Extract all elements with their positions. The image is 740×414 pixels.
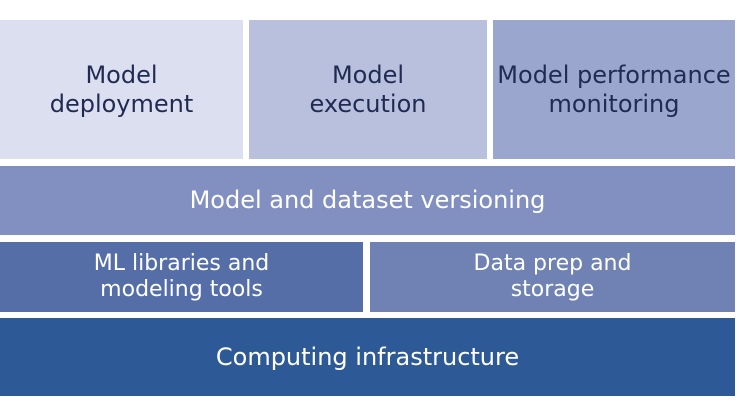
data-prep-label: Data prep and storage [473,250,632,302]
model-execution-label: Model execution [309,60,427,118]
model-dataset-versioning-label: Model and dataset versioning [189,186,546,215]
model-performance-monitoring-label: Model performance monitoring [497,60,731,118]
computing-infrastructure-block: Computing infrastructure [0,318,735,396]
model-execution-block: Model execution [249,20,487,159]
model-dataset-versioning-block: Model and dataset versioning [0,166,735,235]
ml-libraries-label: ML libraries and modeling tools [93,250,270,302]
model-performance-monitoring-block: Model performance monitoring [493,20,735,159]
model-deployment-label: Model deployment [49,60,194,118]
data-prep-block: Data prep and storage [370,242,735,312]
model-deployment-block: Model deployment [0,20,243,159]
computing-infrastructure-label: Computing infrastructure [215,342,520,371]
ml-libraries-block: ML libraries and modeling tools [0,242,363,312]
